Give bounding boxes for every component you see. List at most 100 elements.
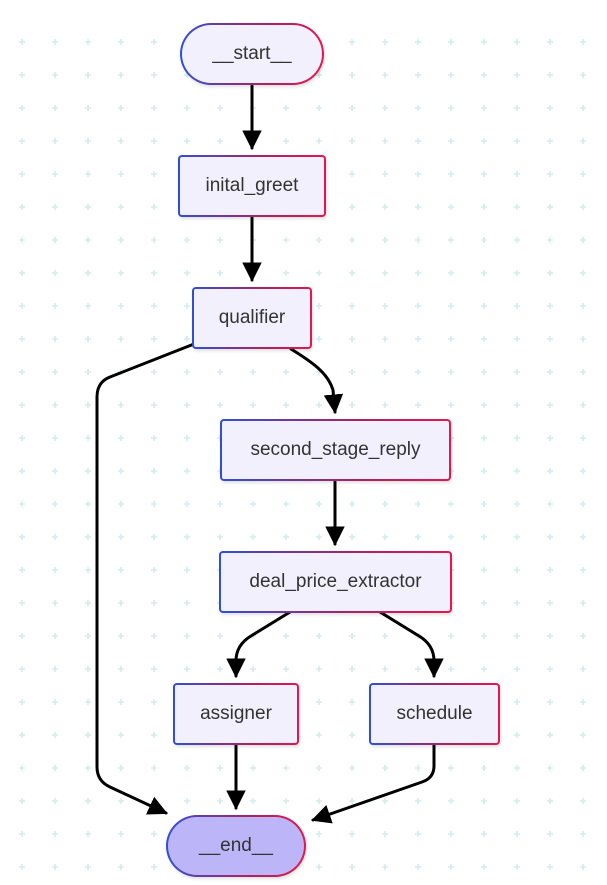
grid-mark (580, 72, 586, 78)
grid-mark (448, 369, 454, 375)
grid-mark (283, 105, 289, 111)
grid-mark (514, 699, 520, 705)
grid-mark (217, 501, 223, 507)
grid-mark (580, 237, 586, 243)
grid-mark (283, 138, 289, 144)
grid-mark (217, 270, 223, 276)
grid-mark (415, 39, 421, 45)
grid-mark (415, 534, 421, 540)
grid-mark (118, 105, 124, 111)
grid-mark (481, 435, 487, 441)
grid-mark (382, 534, 388, 540)
grid-mark (316, 501, 322, 507)
grid-mark (184, 402, 190, 408)
grid-mark (52, 105, 58, 111)
grid-mark (580, 732, 586, 738)
grid-mark (217, 237, 223, 243)
grid-mark (85, 567, 91, 573)
grid-mark (349, 765, 355, 771)
node-schedule[interactable]: schedule (369, 683, 500, 745)
grid-mark (118, 204, 124, 210)
grid-mark (283, 402, 289, 408)
node-second-stage-reply[interactable]: second_stage_reply (220, 419, 451, 481)
grid-mark (118, 39, 124, 45)
grid-mark (52, 39, 58, 45)
grid-mark (514, 204, 520, 210)
grid-mark (85, 39, 91, 45)
grid-mark (382, 402, 388, 408)
grid-mark (514, 435, 520, 441)
grid-mark (448, 501, 454, 507)
node-qualifier-label: qualifier (218, 307, 286, 328)
grid-mark (118, 765, 124, 771)
grid-mark (316, 303, 322, 309)
grid-mark (316, 798, 322, 804)
grid-mark (481, 105, 487, 111)
grid-mark (382, 105, 388, 111)
node-start[interactable]: __start__ (180, 23, 324, 85)
grid-mark (316, 336, 322, 342)
grid-mark (118, 831, 124, 837)
grid-mark (481, 798, 487, 804)
grid-mark (283, 501, 289, 507)
node-qualifier[interactable]: qualifier (192, 287, 312, 349)
node-second-stage-reply-label: second_stage_reply (250, 439, 421, 460)
grid-mark (448, 72, 454, 78)
grid-mark (547, 666, 553, 672)
grid-mark (349, 633, 355, 639)
grid-mark (151, 237, 157, 243)
grid-mark (349, 237, 355, 243)
grid-mark (580, 534, 586, 540)
grid-mark (448, 402, 454, 408)
grid-mark (217, 798, 223, 804)
grid-mark (415, 831, 421, 837)
grid-mark (118, 501, 124, 507)
grid-mark (481, 831, 487, 837)
grid-mark (19, 699, 25, 705)
grid-mark (283, 237, 289, 243)
grid-mark (85, 600, 91, 606)
grid-mark (448, 138, 454, 144)
grid-mark (514, 171, 520, 177)
grid-mark (415, 336, 421, 342)
node-assigner[interactable]: assigner (173, 683, 299, 745)
grid-mark (85, 435, 91, 441)
grid-mark (448, 534, 454, 540)
node-deal-price-extractor[interactable]: deal_price_extractor (219, 551, 452, 613)
grid-mark (151, 468, 157, 474)
grid-mark (217, 765, 223, 771)
grid-mark (580, 369, 586, 375)
grid-mark (283, 369, 289, 375)
grid-mark (580, 765, 586, 771)
grid-mark (514, 732, 520, 738)
grid-mark (547, 369, 553, 375)
grid-mark (481, 369, 487, 375)
grid-mark (184, 138, 190, 144)
grid-mark (382, 270, 388, 276)
grid-mark (547, 303, 553, 309)
grid-mark (118, 402, 124, 408)
grid-mark (514, 72, 520, 78)
grid-mark (514, 303, 520, 309)
grid-mark (283, 633, 289, 639)
grid-mark (118, 666, 124, 672)
grid-mark (250, 534, 256, 540)
grid-mark (184, 501, 190, 507)
grid-mark (217, 138, 223, 144)
grid-mark (547, 105, 553, 111)
grid-mark (547, 204, 553, 210)
grid-mark (85, 204, 91, 210)
grid-mark (481, 171, 487, 177)
grid-mark (580, 39, 586, 45)
grid-mark (217, 633, 223, 639)
grid-mark (85, 336, 91, 342)
grid-mark (316, 864, 322, 870)
grid-mark (547, 534, 553, 540)
node-deal-price-extractor-label: deal_price_extractor (249, 571, 422, 592)
grid-mark (85, 237, 91, 243)
grid-mark (580, 336, 586, 342)
node-end[interactable]: __end__ (166, 815, 306, 877)
node-inital-greet[interactable]: inital_greet (178, 155, 326, 217)
grid-mark (151, 39, 157, 45)
grid-mark (52, 567, 58, 573)
